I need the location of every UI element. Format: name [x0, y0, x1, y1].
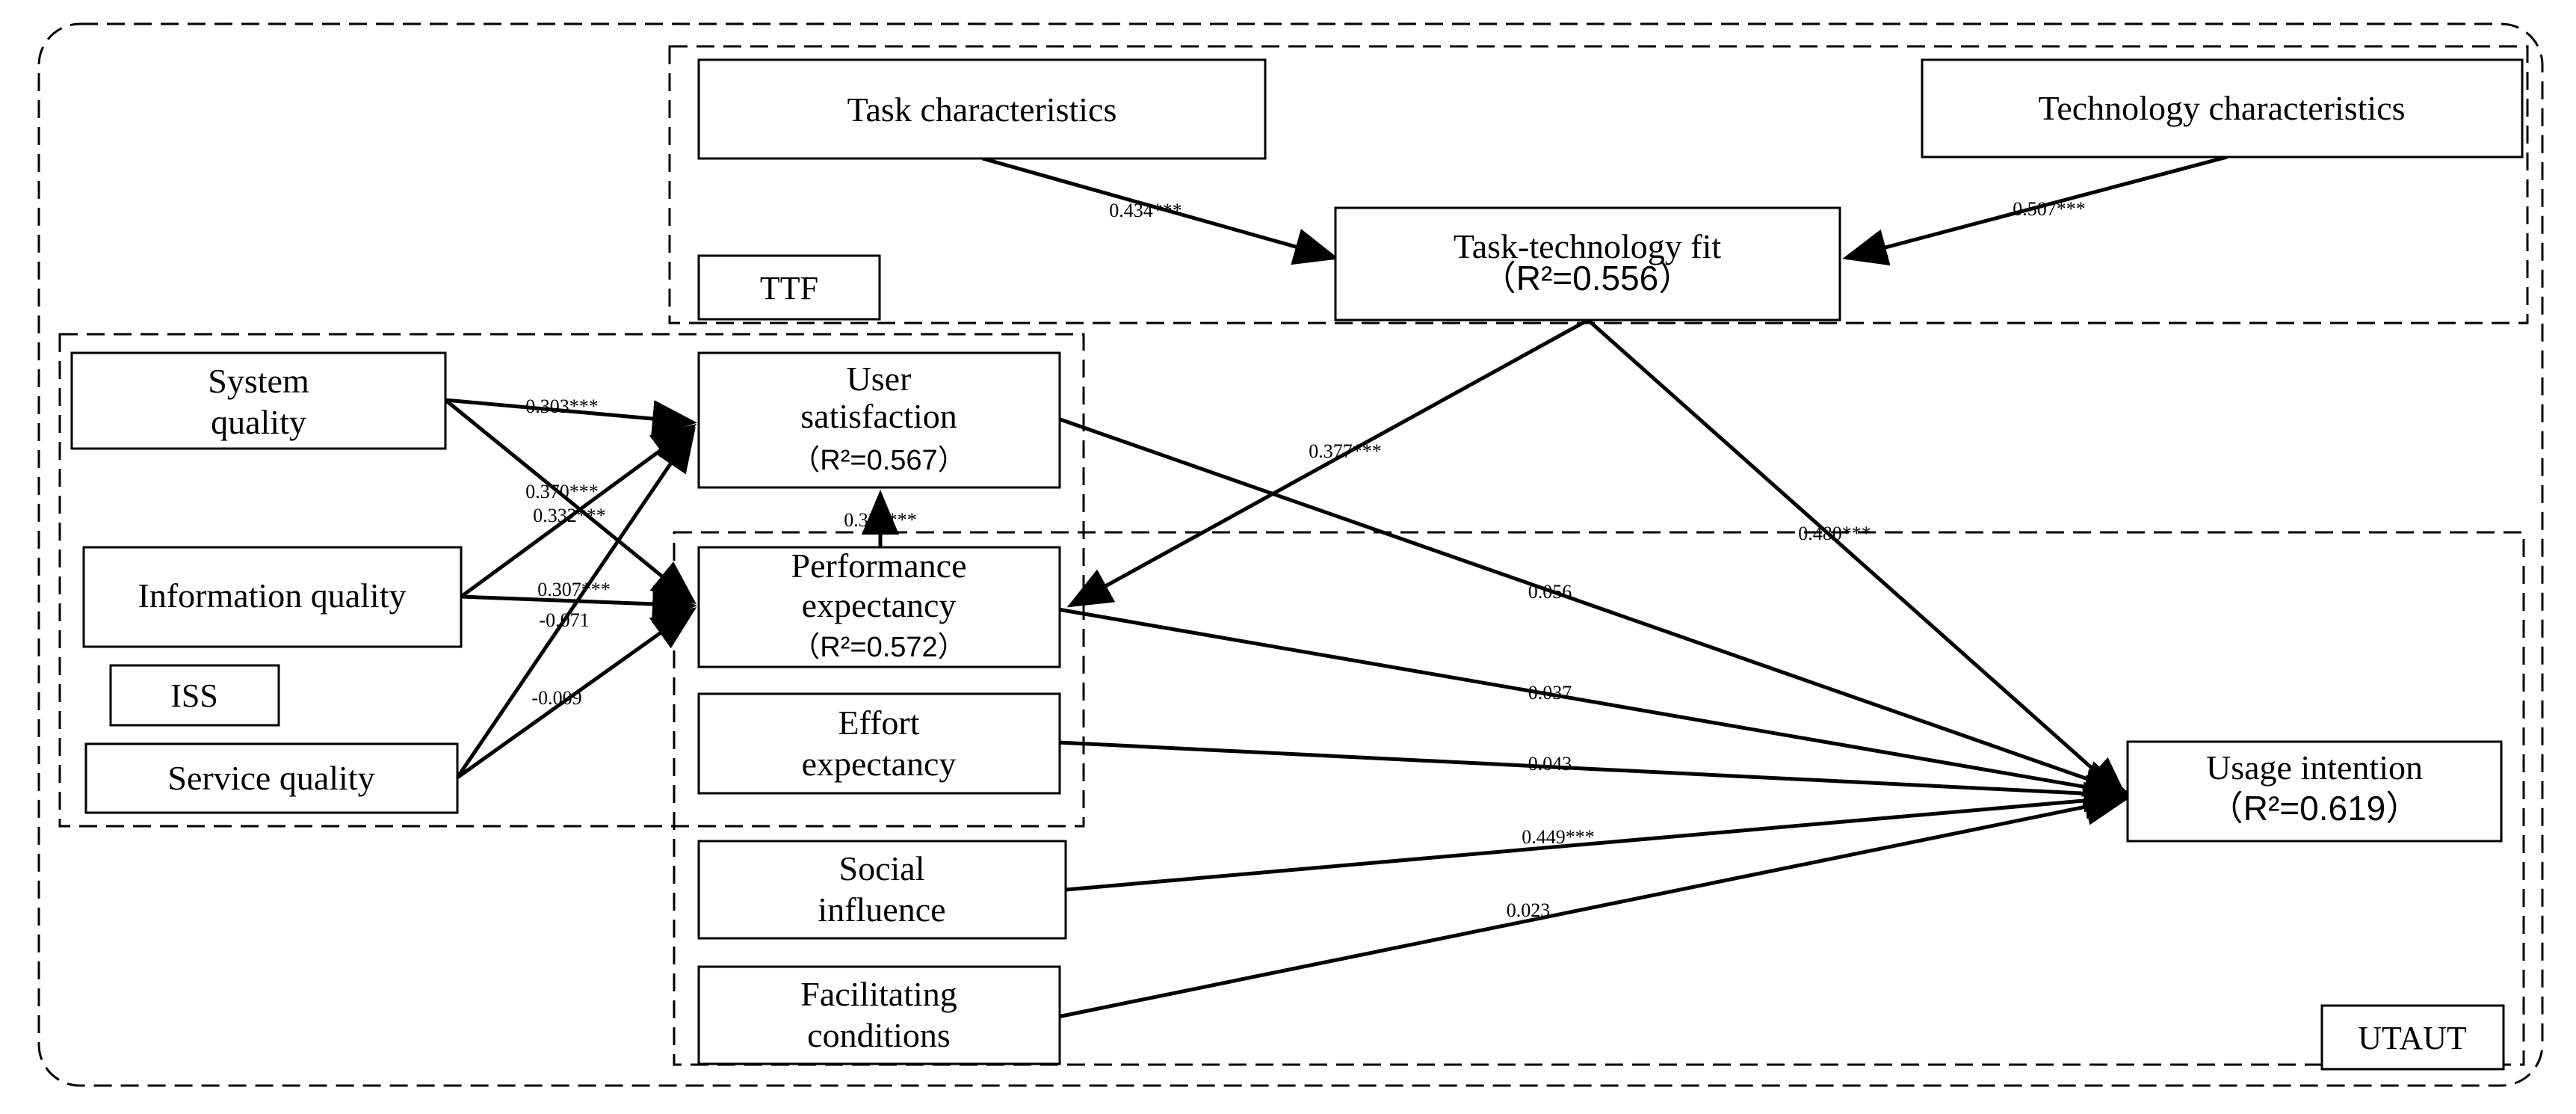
user-satisfaction-line1: User: [847, 360, 912, 398]
coef-pe-to-us: 0.334***: [844, 509, 917, 531]
facilitating-conditions-line2: conditions: [807, 1016, 951, 1054]
coef-sq-to-us: 0.303***: [525, 396, 599, 417]
utaut-group-label-box: UTAUT: [2320, 1004, 2505, 1071]
node-task-technology-fit: Task-technology fit （R²=0.556）: [1334, 206, 1841, 321]
usage-intention-label: Usage intention: [2206, 748, 2423, 787]
node-facilitating-conditions: Facilitating conditions: [697, 965, 1061, 1065]
coef-us-to-ui: 0.056: [1528, 581, 1572, 603]
coef-ttf-to-pe: 0.377***: [1309, 440, 1382, 462]
utaut-group-region: [673, 531, 2525, 1066]
iss-group-label: ISS: [170, 677, 218, 714]
performance-expectancy-r2: （R²=0.572）: [791, 632, 966, 663]
node-usage-intention: Usage intention （R²=0.619）: [2126, 740, 2503, 843]
coef-svq-to-us: -0.071: [539, 609, 589, 631]
coef-sq-to-pe: 0.370***: [525, 481, 599, 502]
task-technology-fit-label: Task-technology fit: [1454, 227, 1722, 265]
node-technology-characteristics: Technology characteristics: [1921, 58, 2524, 159]
node-task-characteristics: Task characteristics: [697, 58, 1267, 160]
system-quality-line2: quality: [211, 403, 306, 441]
coef-pe-to-ui: 0.037: [1528, 682, 1572, 704]
system-quality-line1: System: [208, 362, 309, 400]
facilitating-conditions-line1: Facilitating: [800, 975, 957, 1013]
edge-iq-to-us: [460, 424, 697, 599]
edge-tech-to-ttf: [1842, 155, 2228, 266]
ttf-group-label-box: TTF: [697, 254, 881, 321]
edge-fc-to-ui: [1057, 788, 2130, 1019]
node-information-quality: Information quality: [82, 546, 463, 648]
performance-expectancy-line2: expectancy: [802, 586, 957, 624]
task-technology-fit-r2: （R²=0.556）: [1482, 259, 1693, 298]
edge-si-to-ui: [1065, 781, 2130, 892]
node-system-quality: System quality: [70, 351, 447, 450]
coef-si-to-ui: 0.449***: [1522, 826, 1595, 848]
edge-pe-to-ui: [1057, 607, 2130, 806]
edge-sq-to-pe: [444, 398, 696, 605]
effort-expectancy-line2: expectancy: [802, 745, 957, 783]
ttf-group-region: [668, 45, 2529, 324]
ttf-group-label: TTF: [760, 270, 818, 307]
coef-task-to-ttf: 0.434***: [1109, 200, 1182, 221]
coef-svq-to-pe: -0.009: [531, 687, 581, 709]
usage-intention-r2: （R²=0.619）: [2209, 789, 2421, 828]
edge-us-to-ui: [1057, 416, 2130, 797]
edge-ee-to-ui: [1057, 740, 2130, 813]
edge-ttf-to-pe: [1066, 318, 1590, 608]
edge-ttf-to-ui: [1587, 318, 2129, 801]
user-satisfaction-r2: （R²=0.567）: [791, 445, 966, 476]
edge-svq-to-pe: [456, 607, 697, 780]
social-influence-line1: Social: [839, 849, 925, 887]
task-characteristics-label: Task characteristics: [847, 90, 1117, 129]
social-influence-line2: influence: [818, 890, 945, 929]
coef-ttf-to-ui: 0.480***: [1798, 523, 1871, 544]
technology-characteristics-label: Technology characteristics: [2038, 89, 2405, 127]
utaut-group-label: UTAUT: [2358, 1020, 2467, 1056]
information-quality-label: Information quality: [138, 576, 407, 615]
edge-sq-to-us: [445, 398, 697, 437]
coef-iq-to-pe: 0.307***: [537, 579, 611, 600]
node-effort-expectancy: Effort expectancy: [697, 692, 1061, 795]
coef-fc-to-ui: 0.023: [1507, 899, 1551, 921]
coef-ee-to-ui: 0.043: [1528, 753, 1572, 775]
edge-svq-to-us: [455, 426, 696, 779]
node-user-satisfaction: User satisfaction （R²=0.567）: [697, 351, 1061, 489]
coef-tech-to-ttf: 0.507***: [2013, 198, 2086, 220]
coef-iq-to-us: 0.332***: [533, 505, 606, 526]
performance-expectancy-line1: Performance: [791, 547, 967, 585]
user-satisfaction-line2: satisfaction: [800, 397, 957, 435]
iss-group-label-box: ISS: [109, 664, 280, 727]
effort-expectancy-line1: Effort: [838, 704, 919, 742]
edge-task-to-ttf: [982, 156, 1339, 265]
outer-frame: [37, 22, 2544, 1087]
node-service-quality: Service quality: [84, 742, 459, 814]
node-social-influence: Social influence: [697, 840, 1067, 940]
service-quality-label: Service quality: [167, 759, 374, 797]
node-performance-expectancy: Performance expectancy （R²=0.572）: [697, 546, 1061, 668]
